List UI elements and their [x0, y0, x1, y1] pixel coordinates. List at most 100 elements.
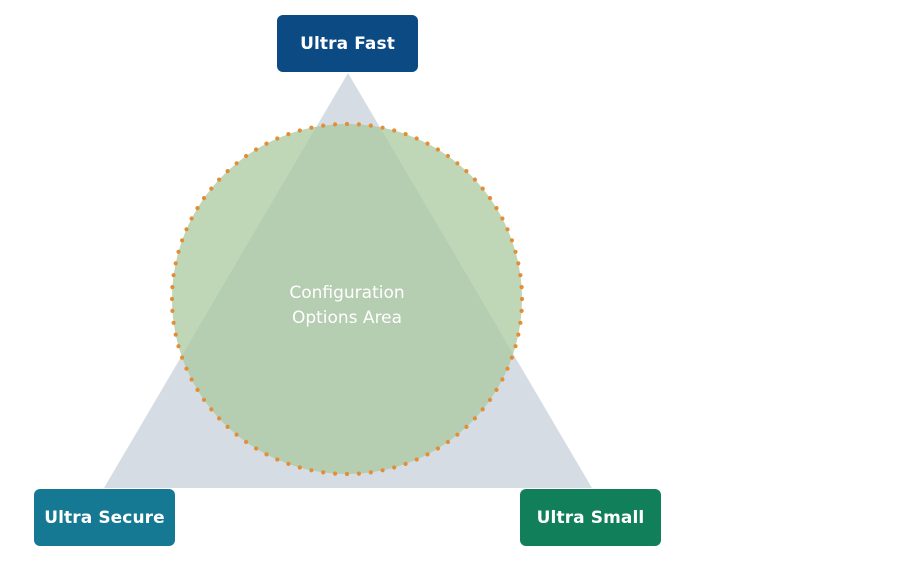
- border-dot: [472, 177, 477, 182]
- border-dot: [425, 452, 430, 457]
- border-dot: [435, 147, 440, 152]
- border-dot: [286, 461, 291, 466]
- border-dot: [392, 465, 397, 470]
- border-dot: [500, 377, 505, 382]
- border-dot: [254, 446, 259, 451]
- border-dot: [414, 136, 419, 141]
- border-dot: [176, 344, 181, 349]
- border-dot: [321, 123, 326, 128]
- border-dot: [519, 285, 524, 290]
- border-dot: [445, 439, 450, 445]
- border-dot: [480, 407, 485, 412]
- border-dot: [286, 132, 291, 137]
- border-dot: [435, 446, 440, 451]
- border-dot: [509, 355, 514, 360]
- border-dot: [264, 141, 269, 146]
- border-dot: [264, 452, 269, 457]
- border-dot: [209, 186, 214, 191]
- border-dot: [487, 397, 493, 402]
- border-dot: [403, 132, 408, 137]
- border-dot: [321, 470, 326, 475]
- border-dot: [519, 308, 524, 313]
- border-dot: [494, 387, 499, 392]
- border-dot: [184, 366, 189, 371]
- border-dot: [368, 123, 373, 128]
- border-dot: [275, 136, 280, 141]
- border-dot: [455, 161, 460, 166]
- border-dot: [217, 177, 222, 182]
- border-dot: [309, 125, 314, 130]
- border-dot: [189, 377, 194, 382]
- border-dot: [494, 206, 499, 211]
- border-dot: [368, 470, 373, 475]
- border-dot: [509, 238, 514, 243]
- border-dot: [414, 457, 419, 462]
- border-dot: [180, 238, 185, 243]
- border-dot: [344, 471, 350, 477]
- border-dot: [184, 227, 189, 232]
- configuration-options-circle: [172, 124, 522, 474]
- border-dot: [244, 153, 249, 159]
- border-dot: [445, 153, 450, 159]
- border-dot: [217, 416, 222, 421]
- center-label: Configuration Options Area: [247, 281, 447, 331]
- border-dot: [209, 407, 214, 412]
- border-dot: [472, 416, 477, 421]
- border-dot: [169, 296, 175, 302]
- border-dot: [356, 122, 361, 127]
- center-label-line1: Configuration: [289, 283, 405, 303]
- border-dot: [464, 169, 469, 174]
- border-dot: [201, 196, 207, 201]
- border-dot: [225, 169, 230, 174]
- circle-dotted-border: [169, 121, 525, 477]
- border-dot: [234, 432, 239, 437]
- border-dot: [195, 206, 200, 211]
- border-dot: [505, 227, 510, 232]
- border-dot: [297, 128, 302, 133]
- border-dot: [500, 216, 505, 221]
- border-dot: [392, 128, 397, 133]
- border-dot: [333, 471, 338, 476]
- border-dot: [244, 439, 249, 445]
- border-dot: [297, 465, 302, 470]
- border-dot: [225, 424, 230, 429]
- border-dot: [173, 261, 178, 266]
- border-dot: [170, 285, 175, 290]
- border-dot: [505, 366, 510, 371]
- border-dot: [356, 471, 361, 476]
- border-dot: [380, 125, 385, 130]
- border-dot: [380, 468, 385, 473]
- border-dot: [171, 273, 176, 278]
- border-dot: [518, 320, 523, 325]
- border-dot: [173, 332, 178, 337]
- border-dot: [516, 261, 521, 266]
- border-dot: [176, 249, 181, 254]
- border-dot: [254, 147, 259, 152]
- border-dot: [403, 461, 408, 466]
- border-dot: [234, 161, 239, 166]
- border-dot: [518, 273, 523, 278]
- border-dot: [480, 186, 485, 191]
- ultra-small-node: Ultra Small: [520, 489, 661, 546]
- border-dot: [513, 249, 518, 254]
- border-dot: [513, 344, 518, 349]
- border-dot: [170, 308, 175, 313]
- border-dot: [189, 216, 194, 221]
- border-dot: [519, 296, 525, 302]
- border-dot: [171, 320, 176, 325]
- ultra-secure-node: Ultra Secure: [34, 489, 175, 546]
- border-dot: [516, 332, 521, 337]
- border-dot: [344, 121, 350, 127]
- ultra-fast-node: Ultra Fast: [277, 15, 418, 72]
- border-dot: [309, 468, 314, 473]
- border-dot: [425, 141, 430, 146]
- border-dot: [201, 397, 207, 402]
- border-dot: [195, 387, 200, 392]
- border-dot: [333, 122, 338, 127]
- border-dot: [464, 424, 469, 429]
- border-dot: [487, 196, 493, 201]
- center-label-line2: Options Area: [291, 308, 403, 328]
- border-dot: [275, 457, 280, 462]
- border-dot: [455, 432, 460, 437]
